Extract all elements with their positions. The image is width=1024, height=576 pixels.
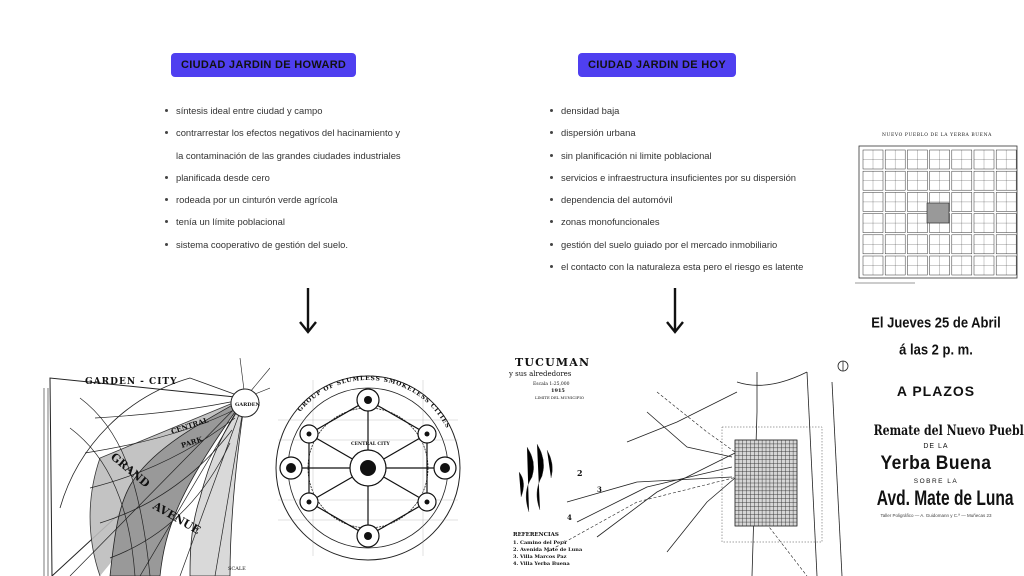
today-title-pill: CIUDAD JARDIN DE HOY [578, 53, 737, 77]
tucuman-title: TUCUMAN [515, 356, 590, 369]
list-item: sin planificación ni limite poblacional [547, 150, 803, 172]
auction-poster: El Jueves 25 de Abril á las 2 p. m. A PL… [856, 305, 1024, 518]
list-item: planificada desde cero [162, 172, 401, 194]
tucuman-subtitle: y sus alrededores [508, 370, 572, 378]
poster-printer: Taller Poligráfico — A. Guidomann y C.ª … [880, 513, 992, 518]
poster-sobre-la: SOBRE LA [913, 478, 959, 485]
marker-4: 4 [567, 513, 572, 522]
plan-title: NUEVO PUEBLO DE LA YERBA BUENA [882, 132, 992, 138]
poster-time: á las 2 p. m. [899, 341, 973, 358]
poster-heading: Remate del Nuevo Pueblo [873, 423, 1024, 439]
list-item: sistema cooperativo de gestión del suelo… [162, 239, 401, 261]
list-item: el contacto con la naturaleza esta pero … [547, 261, 803, 283]
today-list: densidad baja dispersión urbana sin plan… [547, 105, 803, 283]
yerba-buena-plan: NUEVO PUEBLO DE LA YERBA BUENA [855, 128, 1020, 293]
tucuman-limit-label: LIMITE DEL MUNICIPIO [535, 395, 584, 400]
garden-city-map: GARDEN GARDEN - CITY GRAND AVENUE CENTRA… [40, 358, 270, 576]
list-item: rodeada por un cinturón verde agrícola [162, 194, 401, 216]
poster-date: El Jueves 25 de Abril [871, 314, 1001, 331]
list-item: tenía un límite poblacional [162, 216, 401, 238]
arrow-down-icon [666, 288, 684, 334]
list-item: dependencia del automóvil [547, 194, 803, 216]
howard-title-pill: CIUDAD JARDIN DE HOWARD [171, 53, 357, 77]
list-item: la contaminación de las grandes ciudades… [176, 149, 401, 161]
tucuman-map: TUCUMAN y sus alrededores Escala 1:25,00… [507, 352, 852, 576]
arrow-down-icon [299, 288, 317, 334]
howard-list: síntesis ideal entre ciudad y campo cont… [162, 105, 401, 261]
scale-label: SCALE [228, 566, 246, 572]
list-item: zonas monofuncionales [547, 216, 803, 238]
garden-label: GARDEN [235, 402, 260, 408]
refs-title: REFERENCIAS [513, 532, 559, 538]
ref-item: 4. Villa Yerba Buena [513, 561, 571, 567]
garden-city-title: GARDEN - CITY [85, 377, 178, 387]
poster-place: Yerba Buena [880, 453, 992, 474]
poster-avenue: Avd. Mate de Luna [876, 487, 1014, 510]
poster-de-la: DE LA [923, 443, 949, 450]
poster-terms: A PLAZOS [896, 383, 976, 399]
slumless-cities-diagram: GROUP OF SLUMLESS SMOKELESS CITIES CENTR… [275, 375, 461, 561]
list-item: densidad baja [547, 105, 803, 127]
list-item: síntesis ideal entre ciudad y campo [162, 105, 401, 127]
marker-2: 2 [577, 468, 583, 478]
central-city-label: CENTRAL CITY [351, 441, 390, 447]
list-item: dispersión urbana [547, 127, 803, 149]
ref-item: 2. Avenida Mate de Luna [513, 547, 583, 553]
tucuman-scale: Escala 1:25,000 [533, 381, 570, 387]
tucuman-year: 1915 [551, 388, 565, 394]
ref-item: 3. Villa Marcos Paz [513, 554, 567, 560]
ref-item: 1. Camino del Perú [513, 539, 567, 546]
list-item: contrarrestar los efectos negativos del … [162, 127, 401, 149]
marker-3: 3 [597, 485, 602, 494]
list-item: servicios e infraestructura insuficiente… [547, 172, 803, 194]
list-item: gestión del suelo guiado por el mercado … [547, 239, 803, 261]
